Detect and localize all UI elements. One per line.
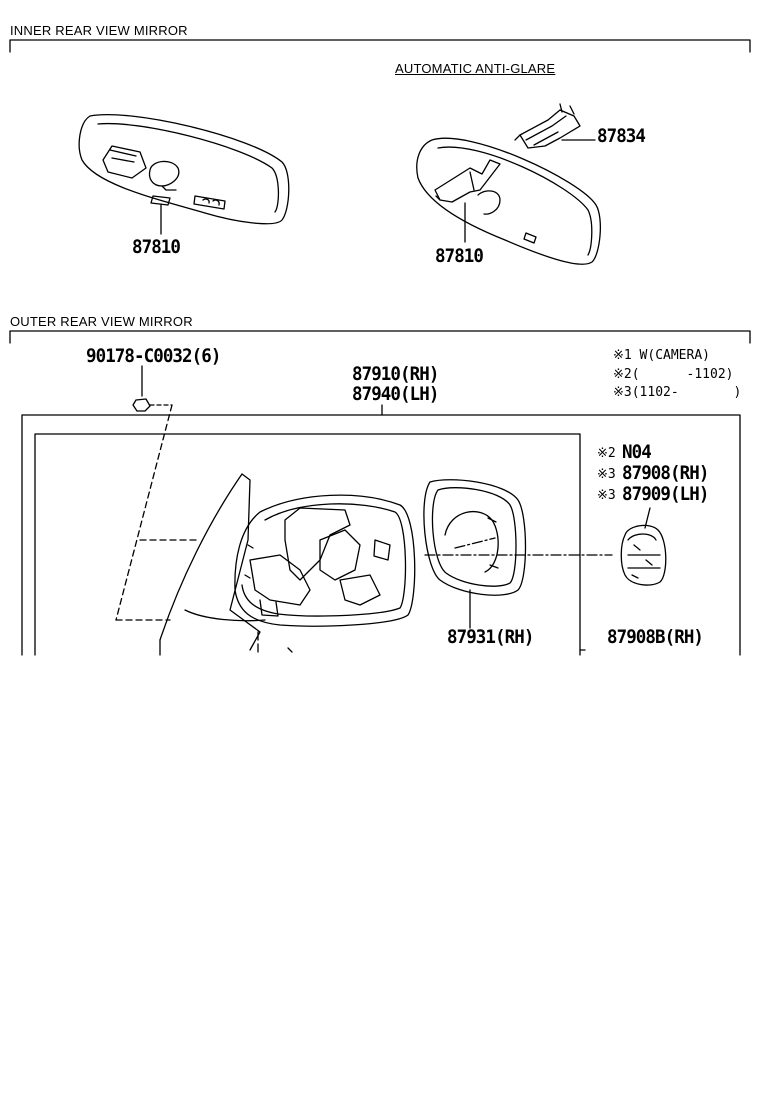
- part-number-assembly-lh[interactable]: 87940(LH): [352, 383, 439, 405]
- mirror-motor: [620, 507, 667, 586]
- note-3-date-range: ※3(1102- ): [613, 385, 742, 400]
- part-number-motor-rh[interactable]: 87908(RH): [622, 462, 709, 484]
- anti-glare-label: AUTOMATIC ANTI-GLARE: [395, 61, 556, 76]
- note-2-date-range: ※2( -1102): [613, 367, 734, 382]
- part-number-glass-rh[interactable]: 87931(RH): [447, 626, 534, 648]
- inner-mirror-auto: [416, 103, 602, 265]
- part-number-87810-auto[interactable]: 87810: [435, 245, 484, 267]
- part-number-motor-lh[interactable]: 87909(LH): [622, 483, 709, 505]
- part-number-n04[interactable]: N04: [622, 441, 652, 463]
- part-number-87810-standard[interactable]: 87810: [132, 236, 181, 258]
- glass-motor-centerline: [424, 537, 613, 556]
- screw-fastener: [115, 365, 201, 621]
- part-number-assembly-rh[interactable]: 87910(RH): [352, 363, 439, 385]
- outer-section-bracket: [9, 330, 751, 344]
- inner-section-bracket: [9, 39, 751, 53]
- part-number-screw[interactable]: 90178-C0032(6): [86, 345, 221, 367]
- outer-assembly-box: [21, 414, 741, 656]
- note-1-camera: ※1 W(CAMERA): [613, 348, 710, 363]
- mirror-glass: [423, 479, 527, 629]
- outer-inner-box: [34, 433, 581, 656]
- outer-mirror-housing: [159, 473, 416, 656]
- outer-section-title: OUTER REAR VIEW MIRROR: [10, 314, 193, 329]
- part-number-87834[interactable]: 87834: [597, 125, 646, 147]
- motor-rh-mark: ※3: [597, 467, 616, 482]
- motor-n04-mark: ※2: [597, 446, 616, 461]
- inner-section-title: INNER REAR VIEW MIRROR: [10, 23, 188, 38]
- part-number-motor-b-rh[interactable]: 87908B(RH): [607, 626, 704, 648]
- inner-mirror-standard: [78, 113, 290, 235]
- motor-lh-mark: ※3: [597, 488, 616, 503]
